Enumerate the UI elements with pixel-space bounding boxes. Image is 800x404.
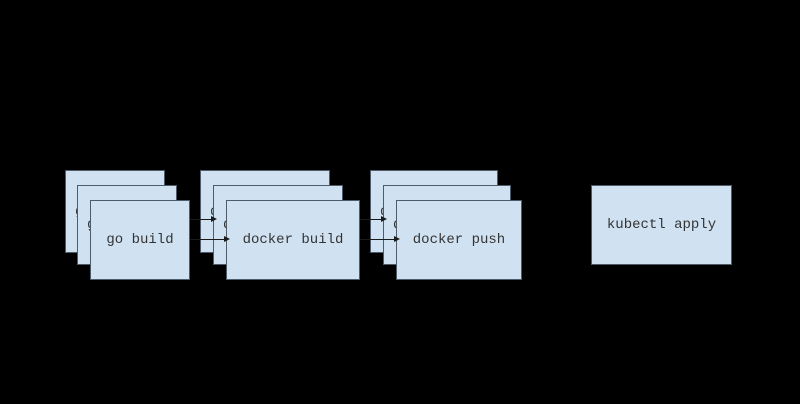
edge-docker-build-to-docker-push-lower	[360, 239, 394, 240]
node-label: kubectl apply	[606, 217, 717, 233]
node-kubectl-apply[interactable]: kubectl apply	[591, 185, 732, 265]
edge-docker-build-to-docker-push-upper	[360, 219, 381, 220]
arrowhead-docker-build-to-docker-push-lower	[394, 236, 400, 242]
arrowhead-go-build-to-docker-build-lower	[224, 236, 230, 242]
node-label: docker build	[242, 232, 344, 248]
node-docker-build-layer-3[interactable]: docker build	[226, 200, 360, 280]
node-label: go build	[106, 232, 174, 248]
node-go-build-layer-3[interactable]: go build	[90, 200, 190, 280]
node-label: docker push	[412, 232, 506, 248]
node-docker-push-layer-3[interactable]: docker push	[396, 200, 522, 280]
edge-go-build-to-docker-build-upper	[190, 219, 211, 220]
arrowhead-go-build-to-docker-build-upper	[211, 216, 217, 222]
edge-go-build-to-docker-build-lower	[190, 239, 224, 240]
arrowhead-docker-build-to-docker-push-upper	[381, 216, 387, 222]
